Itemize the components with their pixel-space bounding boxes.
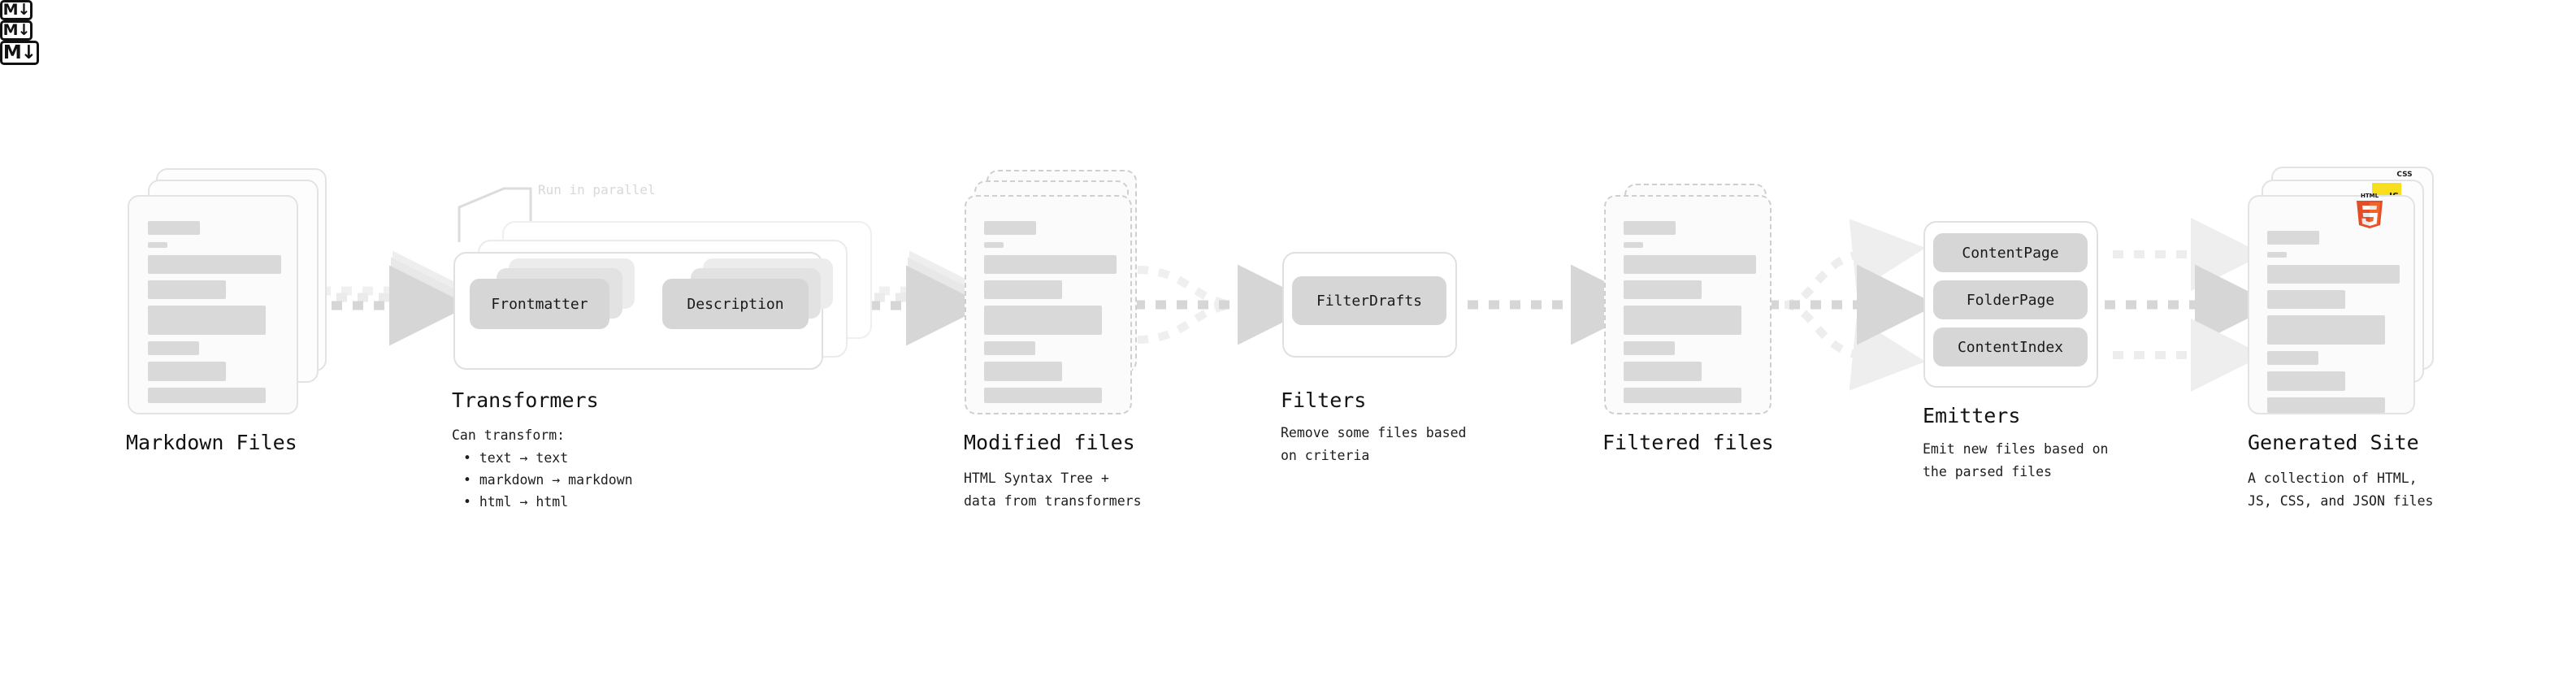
svg-text:HTML: HTML [2361,193,2379,199]
emitter-pill-contentindex[interactable]: ContentIndex [1933,327,2088,367]
html5-badge: HTML [2353,192,2387,229]
transformers-bullet-2: • html → html [463,494,569,510]
skeleton-bar [2267,252,2287,258]
stage-title-filters: Filters [1281,388,1367,412]
skeleton-bar [984,242,1004,248]
skeleton-bar [1624,221,1676,235]
html5-icon: HTML [2357,193,2383,228]
skeleton-bar [1624,280,1702,299]
transformers-subtitle: Can transform: [452,427,566,443]
skeleton-bar [984,306,1102,335]
skeleton-bar [148,388,266,403]
modified-files-subtitle: HTML Syntax Tree + data from transformer… [964,471,1142,509]
generated-site-subtitle: A collection of HTML, JS, CSS, and JSON … [2248,471,2434,509]
skeleton-bar [984,341,1035,355]
stage-title-transformers: Transformers [452,388,599,412]
site-card-front [2248,195,2415,414]
transformer-pill-frontmatter[interactable]: Frontmatter [470,279,609,329]
transformers-bullet-1: • markdown → markdown [463,472,633,488]
skeleton-bar [1624,242,1643,248]
skeleton-bar [984,221,1036,235]
emitters-subtitle: Emit new files based on the parsed files [1923,441,2109,479]
emitter-pill-contentpage[interactable]: ContentPage [1933,233,2088,272]
skeleton-bar [984,255,1117,274]
css-badge-text: CSS [2396,171,2413,179]
skeleton-bar [1624,388,1741,403]
skeleton-bar [2267,290,2345,309]
arrow-filtered-to-emitters [1768,219,1937,391]
stage-title-emitters: Emitters [1923,404,2021,427]
skeleton-bar [148,306,266,335]
skeleton-bar [1624,306,1741,335]
skeleton-bar [984,362,1062,381]
stage-title-generated-site: Generated Site [2248,431,2419,454]
markdown-card-front [128,195,298,414]
skeleton-bar [2267,231,2319,245]
markdown-badge-front: M↓ [0,41,39,65]
skeleton-bar [148,242,167,248]
skeleton-bar [148,280,226,299]
transformer-pill-description[interactable]: Description [662,279,809,329]
filtered-card-front [1604,195,1772,414]
run-in-parallel-annotation: Run in parallel [538,182,656,197]
markdown-badge-back-2: M↓ [0,0,33,20]
skeleton-bar [148,255,281,274]
skeleton-bar [148,221,200,235]
skeleton-bar [2267,371,2345,391]
skeleton-bar [148,341,199,355]
filters-subtitle: Remove some files based on criteria [1281,425,1467,463]
skeleton-bar [1624,255,1756,274]
skeleton-bar [2267,265,2400,284]
skeleton-bar [148,362,226,381]
skeleton-bar [984,388,1102,403]
markdown-badge-back-1: M↓ [0,20,33,41]
stage-markdown-files: M↓ M↓ M↓ Markdown Files [0,0,327,454]
emitter-pill-folderpage[interactable]: FolderPage [1933,280,2088,319]
skeleton-bar [2267,397,2385,413]
skeleton-bar [2267,351,2318,365]
stage-title-filtered-files: Filtered files [1602,431,1774,454]
arrow-emitters-to-site [2105,218,2275,392]
stage-title-markdown-files: Markdown Files [126,431,297,454]
filter-pill-filterdrafts[interactable]: FilterDrafts [1292,276,1446,325]
stage-title-modified-files: Modified files [964,431,1135,454]
transformers-bullet-0: • text → text [463,450,569,466]
skeleton-bar [1624,362,1702,381]
modified-card-front [965,195,1132,414]
skeleton-bar [984,280,1062,299]
skeleton-bar [1624,341,1675,355]
arrow-modified-to-filters [1134,264,1318,345]
skeleton-bar [2267,315,2385,345]
